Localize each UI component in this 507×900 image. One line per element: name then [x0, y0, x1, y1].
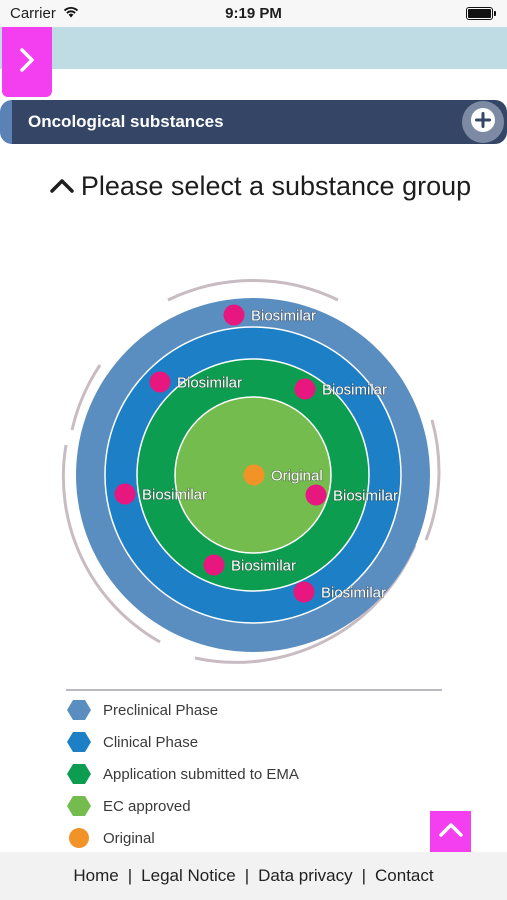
legend-item: Application submitted to EMA — [66, 758, 299, 790]
marker-dot — [243, 464, 265, 486]
chevron-right-icon — [17, 47, 37, 78]
marker-label: Biosimilar — [177, 375, 242, 392]
legend-label: EC approved — [103, 797, 191, 815]
marker-label: Original — [271, 468, 323, 485]
biosimilar-marker[interactable]: Biosimilar — [203, 554, 297, 576]
hexagon-swatch-icon — [66, 793, 92, 819]
status-left: Carrier — [10, 5, 80, 22]
marker-dot — [293, 581, 315, 603]
legend-item: Preclinical Phase — [66, 694, 299, 726]
biosimilar-marker[interactable]: Biosimilar — [149, 371, 243, 393]
legend-label: Original — [103, 829, 155, 847]
category-title: Oncological substances — [28, 112, 224, 131]
legend-item: Original — [66, 822, 299, 854]
chevron-up-icon — [438, 820, 464, 843]
battery-fill — [468, 9, 491, 18]
wifi-icon — [62, 5, 80, 22]
outer-arc-top — [167, 278, 339, 302]
footer-link-contact[interactable]: Contact — [375, 866, 434, 885]
marker-dot — [203, 554, 225, 576]
outer-arc-left-lower — [61, 444, 161, 644]
marker-dot — [149, 371, 171, 393]
footer-separator: | — [244, 866, 250, 885]
legend-label: Application submitted to EMA — [103, 765, 299, 783]
header-band — [0, 27, 507, 69]
carrier-label: Carrier — [10, 5, 56, 22]
hexagon-swatch-icon — [66, 729, 92, 755]
marker-label: Biosimilar — [333, 488, 398, 505]
legend-item: Clinical Phase — [66, 726, 299, 758]
battery-icon — [466, 7, 496, 20]
scroll-to-top-button[interactable] — [430, 811, 471, 852]
footer-link-data-privacy[interactable]: Data privacy — [258, 866, 353, 885]
circle-swatch-icon — [66, 825, 92, 851]
category-bar[interactable]: Oncological substances — [0, 100, 507, 144]
outer-arcs — [61, 278, 441, 664]
biosimilar-marker[interactable]: Biosimilar — [294, 378, 388, 400]
outer-arc-right — [424, 419, 441, 541]
outer-arc-left-upper — [70, 364, 102, 431]
biosimilar-marker[interactable]: Biosimilar — [114, 483, 208, 505]
biosimilar-marker[interactable]: Biosimilar — [293, 581, 387, 603]
marker-dot — [294, 378, 316, 400]
marker-dot — [305, 484, 327, 506]
marker-label: Biosimilar — [251, 308, 316, 325]
marker-label: Biosimilar — [142, 487, 207, 504]
footer-separator: | — [361, 866, 367, 885]
marker-dot — [114, 483, 136, 505]
biosimilar-marker[interactable]: Biosimilar — [223, 304, 317, 326]
status-bar: Carrier 9:19 PM — [0, 0, 507, 27]
expand-category-button[interactable] — [462, 101, 504, 143]
marker-dot — [223, 304, 245, 326]
hexagon-swatch-icon — [66, 697, 92, 723]
chevron-up-icon — [49, 167, 75, 204]
marker-label: Biosimilar — [321, 585, 386, 602]
footer-link-home[interactable]: Home — [73, 866, 119, 885]
footer-separator: | — [127, 866, 133, 885]
legend-label: Clinical Phase — [103, 733, 199, 751]
footer: Home | Legal Notice | Data privacy | Con… — [0, 852, 507, 900]
legend-label: Preclinical Phase — [103, 701, 219, 719]
heading-text: Please select a substance group — [80, 171, 472, 201]
legend-divider — [66, 689, 442, 691]
menu-toggle-button[interactable] — [2, 27, 52, 97]
footer-link-legal-notice[interactable]: Legal Notice — [141, 866, 236, 885]
plus-circle-icon — [470, 107, 496, 138]
hexagon-swatch-icon — [66, 761, 92, 787]
marker-label: Biosimilar — [231, 558, 296, 575]
original-marker[interactable]: Original — [243, 464, 323, 486]
marker-label: Biosimilar — [322, 382, 387, 399]
select-substance-heading[interactable]: Please select a substance group — [40, 168, 480, 205]
legend-item: EC approved — [66, 790, 299, 822]
biosimilar-marker[interactable]: Biosimilar — [305, 484, 399, 506]
